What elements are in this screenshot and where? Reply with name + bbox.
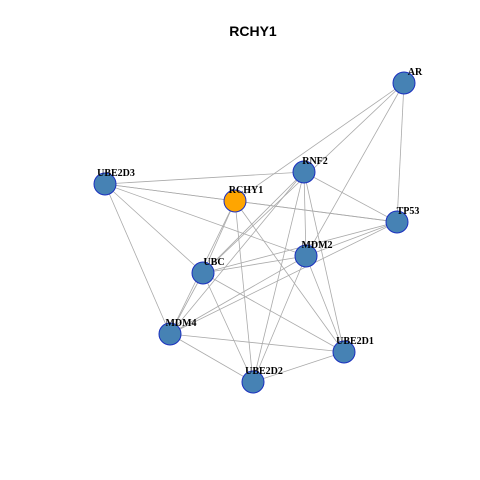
node-circle-ubc <box>191 261 215 285</box>
edge-ar-mdm2 <box>305 82 405 257</box>
edge-rnf2-tp53 <box>303 171 398 223</box>
node-circle-mdm2 <box>294 244 318 268</box>
edge-mdm2-ubc <box>202 255 307 274</box>
node-ubc: UBC <box>191 257 225 285</box>
edge-mdm2-ube2d1 <box>305 255 345 353</box>
edge-rnf2-ube2d2 <box>252 171 305 383</box>
edge-ube2d3-ubc <box>104 183 204 274</box>
node-label-rnf2: RNF2 <box>302 156 328 167</box>
node-circle-mdm4 <box>158 322 182 346</box>
edge-rnf2-mdm4 <box>169 171 305 335</box>
graph-title: RCHY1 <box>229 23 277 39</box>
edge-rnf2-ubc <box>202 171 305 274</box>
node-circle-ube2d1 <box>332 340 356 364</box>
node-label-tp53: TP53 <box>397 206 420 217</box>
node-circle-ar <box>392 71 416 95</box>
edge-ubc-ube2d1 <box>202 272 345 353</box>
edge-rnf2-mdm2 <box>303 171 307 257</box>
node-ube2d1: UBE2D1 <box>332 336 374 364</box>
edge-ube2d3-mdm4 <box>104 183 171 335</box>
node-mdm2: MDM2 <box>294 240 333 268</box>
edge-rnf2-ube2d1 <box>303 171 345 353</box>
node-label-mdm4: MDM4 <box>165 318 196 329</box>
edge-mdm4-ube2d2 <box>169 333 254 383</box>
node-circle-ube2d2 <box>241 370 265 394</box>
edge-ar-rchy1 <box>234 82 405 202</box>
edge-ube2d3-mdm2 <box>104 183 307 257</box>
edge-rchy1-ubc <box>202 200 236 274</box>
node-label-ar: AR <box>408 67 423 78</box>
edge-ubc-ube2d2 <box>202 272 254 383</box>
edge-mdm4-ube2d1 <box>169 333 345 353</box>
edge-ar-tp53 <box>396 82 405 223</box>
node-circle-ube2d3 <box>93 172 117 196</box>
node-label-ube2d2: UBE2D2 <box>245 366 283 377</box>
node-ar: AR <box>392 67 423 95</box>
edge-rnf2-ube2d3 <box>104 171 305 185</box>
node-ube2d3: UBE2D3 <box>93 168 135 196</box>
edges-layer <box>104 82 405 383</box>
node-circle-rnf2 <box>292 160 316 184</box>
node-label-mdm2: MDM2 <box>301 240 332 251</box>
node-rnf2: RNF2 <box>292 156 328 184</box>
node-label-ube2d1: UBE2D1 <box>336 336 374 347</box>
edge-ube2d1-ube2d2 <box>252 351 345 383</box>
node-mdm4: MDM4 <box>158 318 197 346</box>
edge-rchy1-tp53 <box>234 200 398 223</box>
node-label-ube2d3: UBE2D3 <box>97 168 135 179</box>
node-circle-rchy1 <box>223 189 247 213</box>
edge-tp53-mdm4 <box>169 221 398 335</box>
edge-ubc-mdm4 <box>169 272 204 335</box>
node-tp53: TP53 <box>385 206 420 234</box>
node-rchy1: RCHY1 <box>223 185 263 213</box>
edge-rchy1-ube2d1 <box>234 200 345 353</box>
edge-mdm2-mdm4 <box>169 255 307 335</box>
node-circle-tp53 <box>385 210 409 234</box>
node-label-ubc: UBC <box>203 257 224 268</box>
node-label-rchy1: RCHY1 <box>229 185 263 196</box>
edge-tp53-mdm2 <box>305 221 398 257</box>
node-ube2d2: UBE2D2 <box>241 366 283 394</box>
edge-mdm2-ube2d2 <box>252 255 307 383</box>
